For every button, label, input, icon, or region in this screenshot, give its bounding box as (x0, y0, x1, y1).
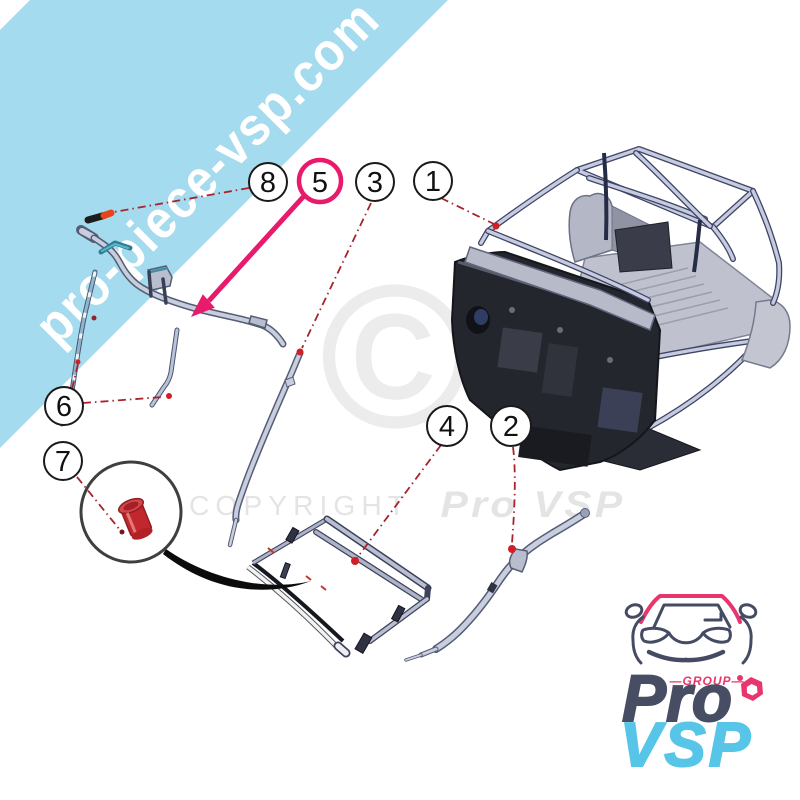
banner-ribbon (0, 0, 448, 448)
svg-text:8: 8 (260, 167, 276, 199)
magnifier-detail-circle (79, 460, 311, 590)
part-right-tube (404, 508, 590, 662)
callout-7: 7 (43, 441, 83, 481)
copyright-watermark-text: COPYRIGHT (189, 490, 411, 521)
svg-text:7: 7 (55, 446, 71, 478)
callout-6: 6 (44, 386, 84, 426)
part-bracket (149, 327, 180, 408)
callout-8: 8 (248, 162, 288, 202)
leader-6b (82, 396, 164, 404)
svg-text:4: 4 (439, 411, 455, 443)
leader-7 (76, 476, 121, 531)
car-sketch-icon (624, 594, 758, 665)
callout-1: 1 (413, 161, 453, 201)
svg-text:6: 6 (56, 391, 72, 423)
svg-text:2: 2 (503, 411, 519, 443)
callouts: 8 5 3 1 6 7 4 2 (43, 157, 532, 481)
magnifier-pointer-swoosh (163, 549, 311, 590)
leader-8 (113, 187, 250, 213)
svg-text:3: 3 (367, 167, 383, 199)
logo-vsp-text: VSP (620, 711, 753, 780)
arrowhead (191, 294, 215, 317)
logo-pro-text: Pro (622, 661, 732, 735)
leader-1 (440, 197, 495, 225)
part-stabilizer-bar (76, 225, 287, 348)
svg-text:5: 5 (312, 167, 328, 199)
leader-6a (71, 363, 79, 390)
leader-2 (511, 446, 516, 544)
highlight-arrow (191, 194, 306, 317)
leader-4 (356, 444, 442, 559)
part-lower-frame (246, 515, 432, 658)
callout-2: 2 (490, 405, 532, 447)
provsp-logo: —GROUP— Pro VSP (619, 594, 763, 781)
part-long-tube (227, 349, 304, 548)
part-handle-grip (84, 209, 115, 224)
leader-lines (71, 187, 516, 591)
callout-4: 4 (426, 405, 468, 447)
hex-nut-icon (737, 675, 763, 701)
callout-5: 5 (296, 157, 344, 205)
copyright-watermark-line: COPYRIGHT Pro VSP (189, 484, 626, 525)
logo-group-label: —GROUP— (668, 674, 744, 688)
red-grommet-part (117, 497, 153, 540)
brand-watermark-text: Pro VSP (441, 484, 626, 525)
svg-text:1: 1 (425, 166, 441, 198)
callout-3: 3 (355, 162, 395, 202)
